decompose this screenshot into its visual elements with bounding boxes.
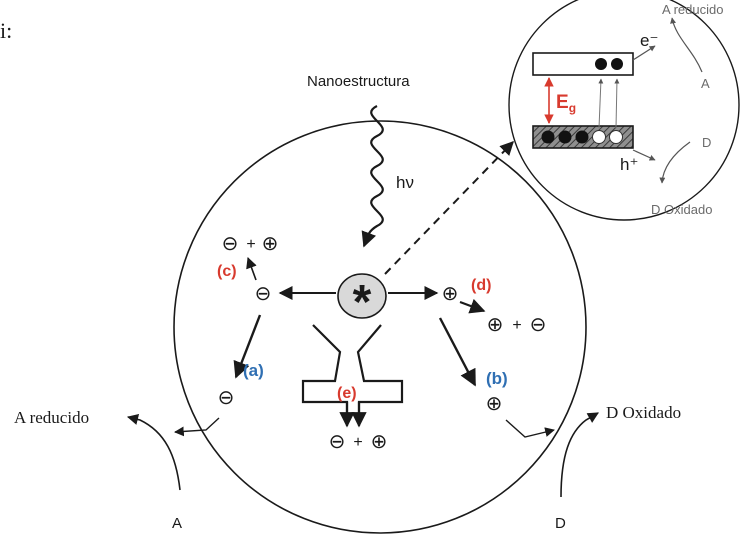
label-a: (a) — [243, 361, 264, 380]
excitation-arrow-1 — [598, 78, 604, 129]
outer-a-reducido: A reducido — [14, 408, 89, 427]
label-e: (e) — [337, 385, 357, 402]
inset-d-oxidado: D Oxidado — [651, 202, 712, 217]
vb-electron-3 — [575, 130, 589, 144]
pair-c-minus: ⊖ — [222, 233, 239, 255]
nanostructure-title: Nanoestructura — [307, 73, 410, 90]
nanostructure-circle — [173, 120, 587, 534]
hole-b: ⊕ — [486, 393, 503, 415]
pair-c-hole: ⊕ — [262, 233, 279, 255]
inset-circle — [508, 0, 740, 221]
pair-c-plus: + — [246, 236, 255, 253]
vb-electron-2 — [558, 130, 572, 144]
label-b: (b) — [486, 369, 508, 388]
pair-e-plus: + — [353, 434, 362, 451]
cb-electron-2 — [611, 58, 623, 70]
pair-e-hole: ⊕ — [371, 431, 388, 453]
outer-d-oxidado: D Oxidado — [606, 403, 681, 422]
pair-d-hole: ⊕ — [487, 314, 504, 336]
photon-wave-arrow — [361, 105, 384, 248]
dashed-arrow-to-inset — [384, 140, 514, 275]
outer-a: A — [172, 515, 182, 532]
arrow-d — [459, 298, 486, 314]
excited-center — [337, 273, 387, 319]
donor-curve — [560, 412, 599, 498]
excited-star: * — [353, 276, 372, 329]
vb-electron-1 — [541, 130, 555, 144]
inset-d: D — [702, 135, 711, 150]
electron-a: ⊖ — [218, 387, 235, 409]
inset-donor-curve — [659, 141, 691, 184]
acceptor-curve — [126, 414, 181, 491]
inset-hole-label: h⁺ — [620, 155, 638, 174]
vb-hole-1 — [592, 130, 606, 144]
label-c: (c) — [217, 263, 237, 280]
recombination-funnel — [301, 324, 404, 417]
excitation-arrow-2 — [614, 78, 620, 129]
cb-electron-1 — [595, 58, 607, 70]
arrow-c — [246, 256, 257, 281]
inset-a: A — [701, 76, 710, 91]
vb-hole-2 — [609, 130, 623, 144]
hole-transfer-arrow — [505, 419, 555, 438]
conduction-band — [532, 52, 634, 76]
inset-a-reducido: A reducido — [662, 2, 723, 17]
arrow-a — [233, 314, 262, 379]
inset-electron-transfer — [632, 45, 656, 61]
corner-text: i: — [0, 18, 12, 43]
outer-d: D — [555, 515, 566, 532]
hole-right: ⊕ — [442, 283, 459, 305]
inset-hole-transfer — [632, 149, 656, 161]
band-gap-label: Eg — [556, 92, 576, 115]
electron-left: ⊖ — [255, 283, 272, 305]
photon-label: hν — [396, 173, 414, 192]
pair-d-minus: ⊖ — [530, 314, 547, 336]
arrow-b — [438, 317, 477, 387]
pair-e-minus: ⊖ — [329, 431, 346, 453]
inset-electron-label: e⁻ — [640, 31, 658, 50]
inset-acceptor-curve — [670, 17, 703, 73]
pair-d-plus: + — [512, 317, 521, 334]
label-d: (d) — [471, 277, 491, 294]
electron-transfer-arrow — [174, 417, 220, 437]
